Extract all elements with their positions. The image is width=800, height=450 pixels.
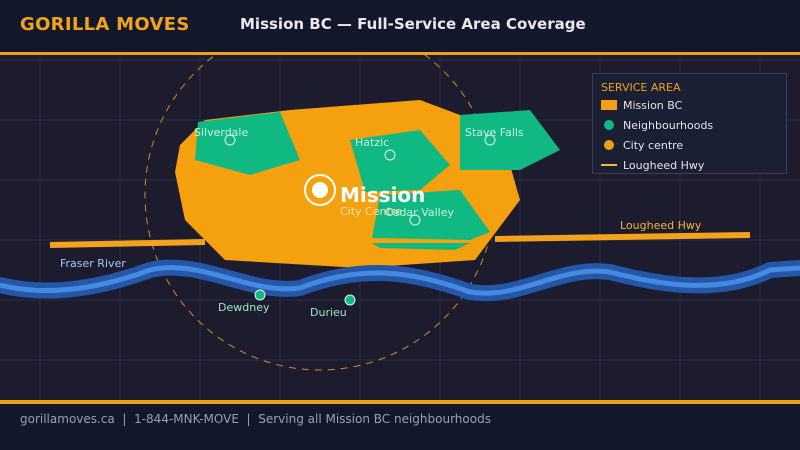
label-dewdney: Dewdney	[218, 301, 270, 314]
legend-label: City centre	[623, 138, 684, 152]
legend-label: Neighbourhoods	[623, 118, 714, 132]
marker-stave-falls[interactable]: Stave Falls	[465, 126, 524, 146]
stave-falls-area[interactable]	[460, 110, 560, 170]
legend-label: Mission BC	[623, 98, 683, 112]
service-area-map: Silverdale Hatzic Stave Falls Cedar Vall…	[0, 55, 800, 400]
fraser-river-highlight	[0, 265, 800, 296]
legend-item-neighbourhoods: Neighbourhoods	[601, 117, 713, 133]
marker-cedar-valley[interactable]: Cedar Valley	[385, 206, 454, 226]
header-divider	[0, 52, 800, 55]
legend-item-mission-bc: Mission BC	[601, 97, 682, 113]
cedar-valley-strip	[372, 243, 470, 250]
label-stave-falls: Stave Falls	[465, 126, 524, 139]
lougheed-hwy-line	[49, 232, 751, 248]
green-dot-icon	[604, 120, 614, 130]
silverdale-area[interactable]	[195, 112, 300, 175]
hatzic-area[interactable]	[350, 130, 450, 192]
legend-item-city-centre: City centre	[601, 137, 683, 153]
label-silverdale: Silverdale	[194, 126, 248, 139]
marker-durieu[interactable]: Durieu	[310, 294, 356, 319]
city-centre-label: City Centre	[340, 205, 402, 218]
marker-hatzic[interactable]: Hatzic	[355, 136, 396, 161]
label-hatzic: Hatzic	[355, 136, 389, 149]
footer-bar: gorillamoves.ca | 1-844-MNK-MOVE | Servi…	[0, 404, 800, 450]
legend-label: Lougheed Hwy	[623, 158, 705, 172]
page-title: Mission BC — Full-Service Area Coverage	[240, 15, 586, 33]
map-legend: SERVICE AREA Mission BC Neighbourhoods C…	[592, 73, 787, 174]
cedar-valley-area[interactable]	[372, 190, 490, 240]
marker-dewdney[interactable]: Dewdney	[218, 289, 270, 314]
orange-dot-icon	[604, 140, 614, 150]
footer-divider	[0, 400, 800, 404]
marker-silverdale[interactable]: Silverdale	[194, 126, 248, 146]
city-centre-marker[interactable]	[304, 174, 336, 206]
area-swatch-icon	[601, 100, 617, 110]
footer-info-text: gorillamoves.ca | 1-844-MNK-MOVE | Servi…	[20, 412, 491, 426]
line-swatch-icon	[601, 164, 617, 166]
fraser-river-label: Fraser River	[60, 257, 126, 270]
legend-title: SERVICE AREA	[601, 81, 681, 94]
label-cedar-valley: Cedar Valley	[385, 206, 454, 219]
city-name-label: Mission	[340, 183, 425, 207]
label-durieu: Durieu	[310, 306, 347, 319]
brand-logo[interactable]: GORILLA MOVES	[20, 14, 190, 35]
legend-item-lougheed-hwy: Lougheed Hwy	[601, 157, 704, 173]
lougheed-hwy-label: Lougheed Hwy	[620, 219, 702, 232]
header-bar: GORILLA MOVES Mission BC — Full-Service …	[0, 0, 800, 52]
